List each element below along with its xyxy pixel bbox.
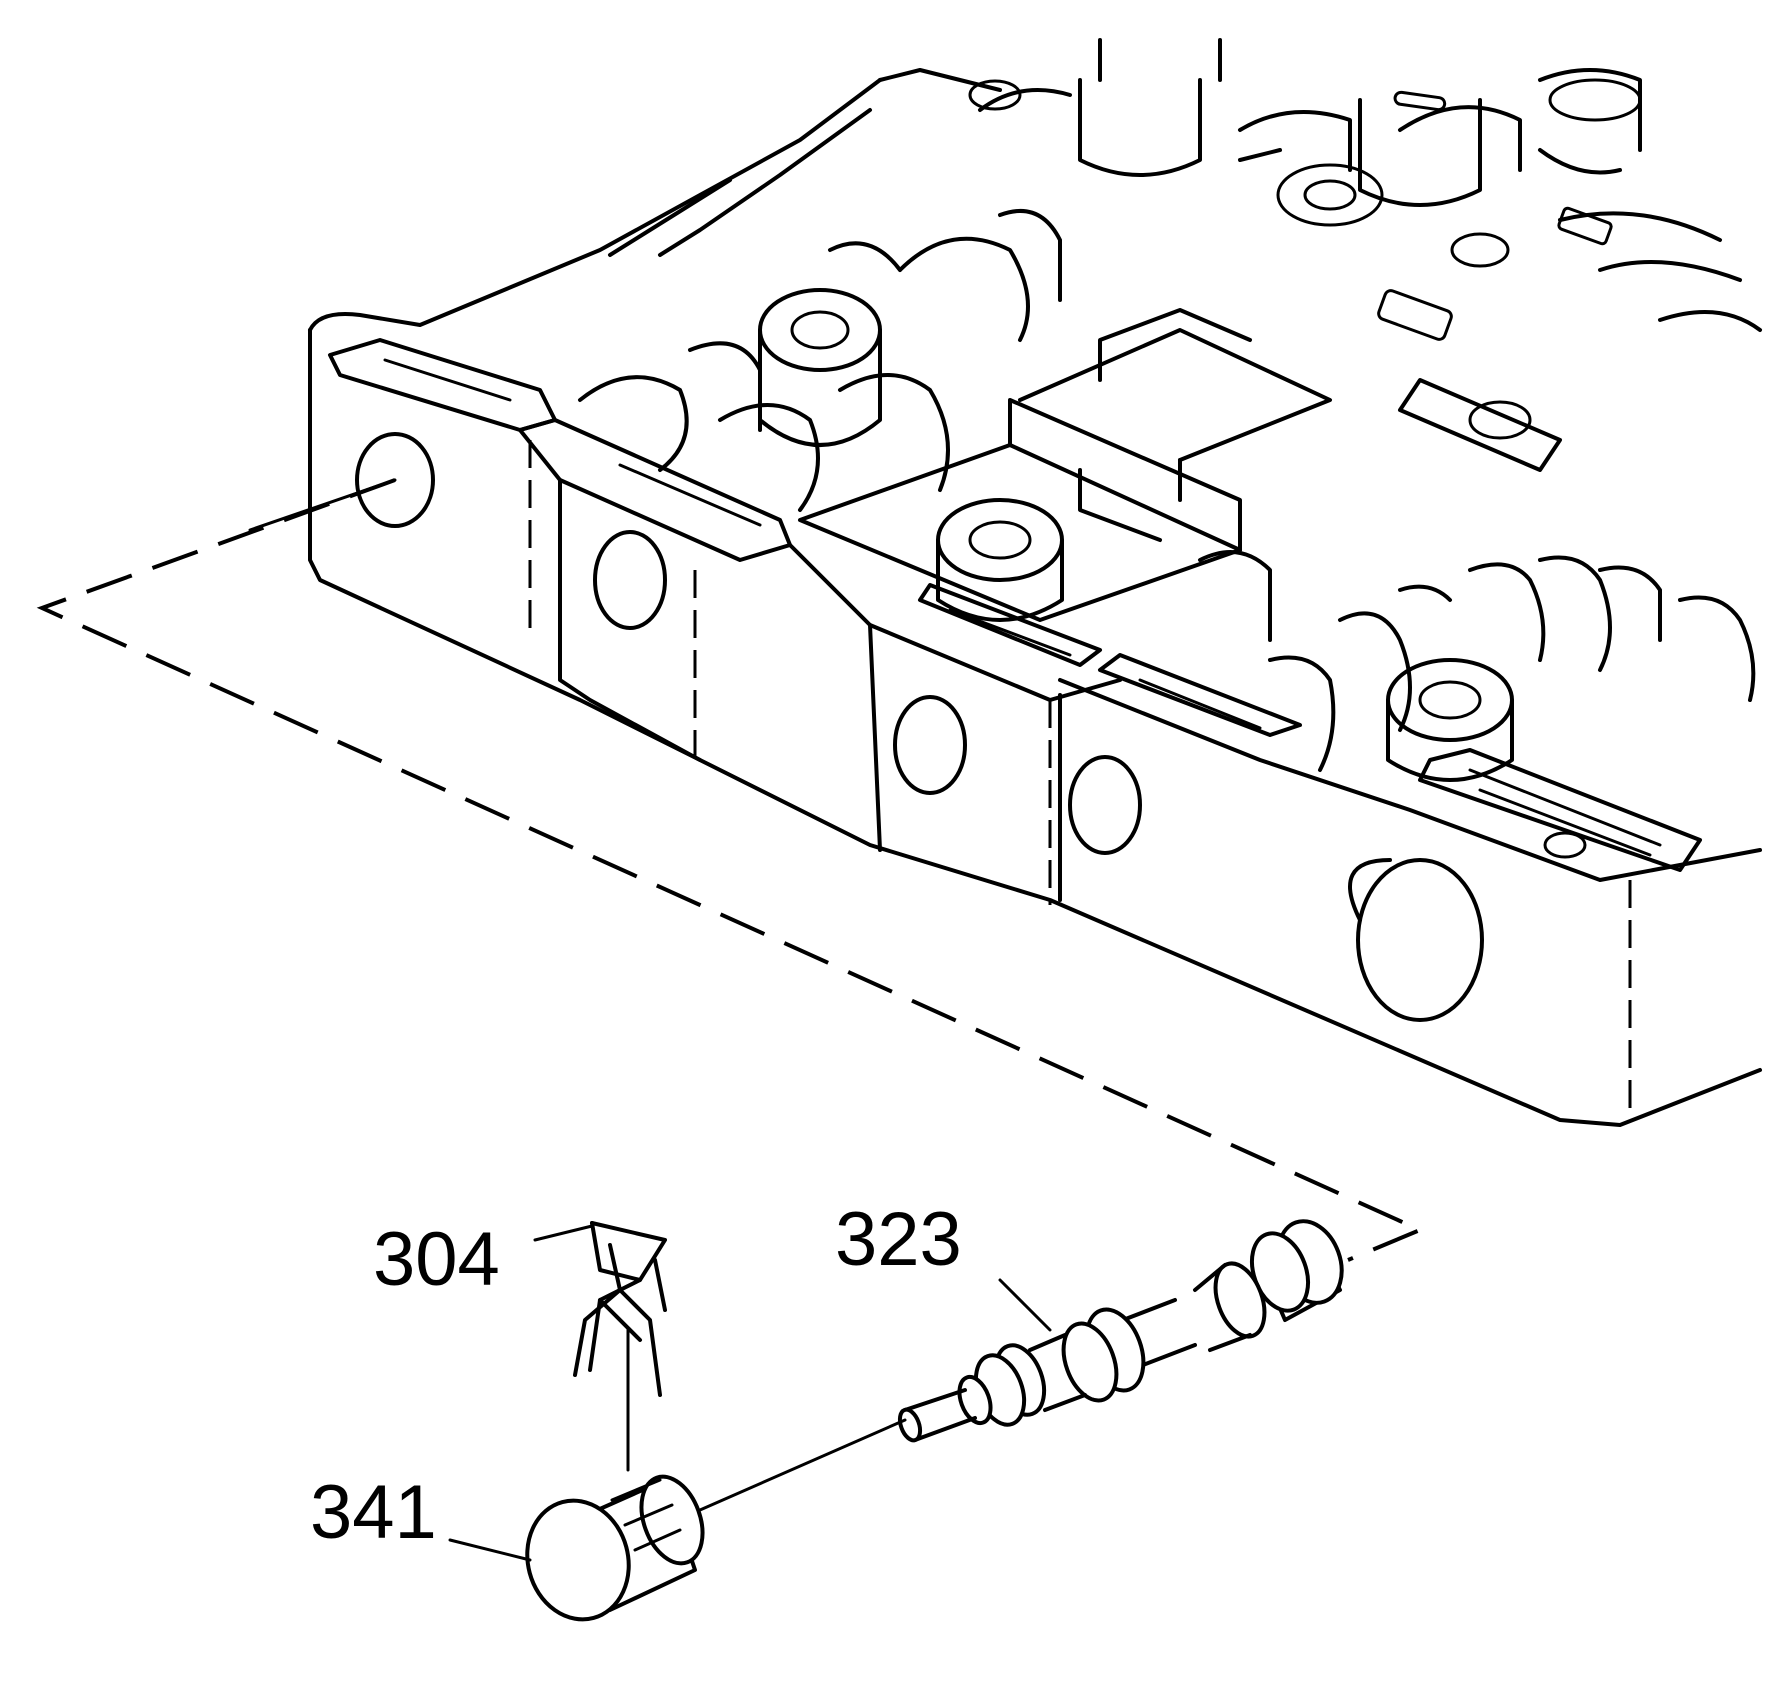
bore-opening [1356, 858, 1484, 1022]
callout-323: 323 [835, 1197, 962, 1282]
bolt-hole-3 [893, 695, 967, 795]
valve-body-casting [308, 38, 1762, 1127]
bolt-hole-4 [1068, 755, 1142, 855]
callout-304: 304 [373, 1217, 500, 1302]
part-323-valve-spool [897, 1219, 1344, 1443]
callout-341: 341 [310, 1470, 437, 1555]
part-341-bore-plug [525, 1418, 907, 1622]
part-304-retainer-clip [573, 1221, 667, 1472]
bolt-hole-2 [593, 530, 667, 630]
assembly-guide-line [36, 478, 1426, 1262]
callout-leaders [448, 1224, 1052, 1562]
